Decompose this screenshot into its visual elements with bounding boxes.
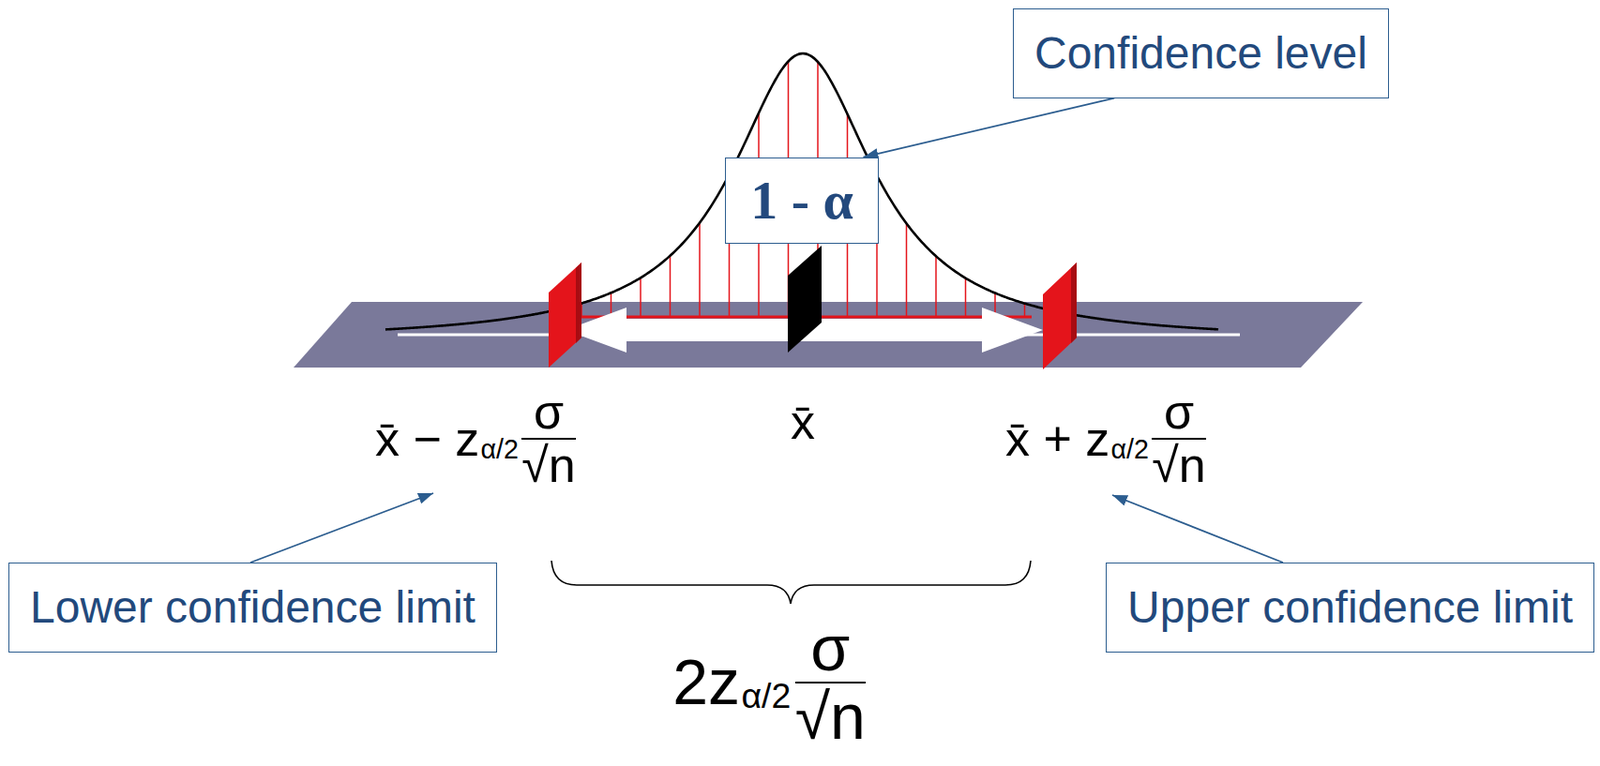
fraction: σ√n bbox=[795, 615, 866, 752]
formula-numerator: σ bbox=[810, 615, 850, 682]
formula-subscript: α/2 bbox=[480, 435, 518, 464]
leader-line bbox=[1112, 495, 1284, 563]
formula: 2zα/2σ√n bbox=[672, 615, 866, 752]
mean-flag bbox=[787, 245, 822, 353]
formula-subscript: α/2 bbox=[1110, 435, 1148, 464]
callout-box: Confidence level bbox=[1012, 8, 1389, 99]
formula-denominator: √n bbox=[521, 439, 575, 492]
connector-arrow bbox=[862, 98, 1115, 158]
formula-main: x̄ + z bbox=[1005, 413, 1110, 466]
formula: x̄ bbox=[790, 396, 816, 449]
formula: x̄ − zα/2σ√n bbox=[375, 386, 576, 491]
upper-limit-flag-edge bbox=[1071, 262, 1077, 344]
lower-limit-flag bbox=[548, 262, 582, 368]
right-interval-arrow bbox=[802, 307, 1043, 353]
width-brace bbox=[551, 560, 1031, 604]
formula-denominator: √n bbox=[795, 683, 866, 751]
formula-numerator: σ bbox=[533, 386, 564, 438]
fraction: σ√n bbox=[521, 386, 575, 491]
hatch-line bbox=[965, 278, 967, 317]
callout-box: Lower confidence limit bbox=[8, 562, 498, 653]
formula-subscript: α/2 bbox=[740, 678, 791, 715]
upper-limit-flag bbox=[1042, 262, 1077, 370]
confidence-value-box: 1 - α bbox=[724, 157, 879, 245]
hatch-line bbox=[639, 277, 642, 317]
hatch-line bbox=[935, 256, 937, 317]
left-interval-arrow bbox=[565, 307, 803, 353]
sample-mean-label: x̄ bbox=[790, 396, 816, 449]
box-text: Upper confidence limit bbox=[1127, 580, 1573, 635]
number-line-band bbox=[293, 301, 1363, 368]
formula-numerator: σ bbox=[1163, 386, 1194, 438]
formula-main: 2z bbox=[672, 649, 740, 716]
lower-limit-flag-edge bbox=[575, 262, 582, 344]
hatch-line bbox=[698, 223, 701, 317]
hatch-line bbox=[1024, 303, 1027, 317]
formula: x̄ + zα/2σ√n bbox=[1005, 386, 1207, 491]
hatch-line bbox=[669, 256, 672, 317]
formula-main: x̄ − z bbox=[375, 413, 480, 466]
fraction: σ√n bbox=[1151, 386, 1206, 491]
box-text: Lower confidence limit bbox=[30, 580, 476, 635]
leader-line bbox=[250, 493, 434, 563]
box-text: 1 - α bbox=[750, 169, 854, 233]
hatch-line bbox=[905, 223, 908, 317]
callout-box: Upper confidence limit bbox=[1105, 562, 1595, 653]
box-text: Confidence level bbox=[1034, 26, 1368, 81]
formula-denominator: √n bbox=[1151, 439, 1206, 492]
